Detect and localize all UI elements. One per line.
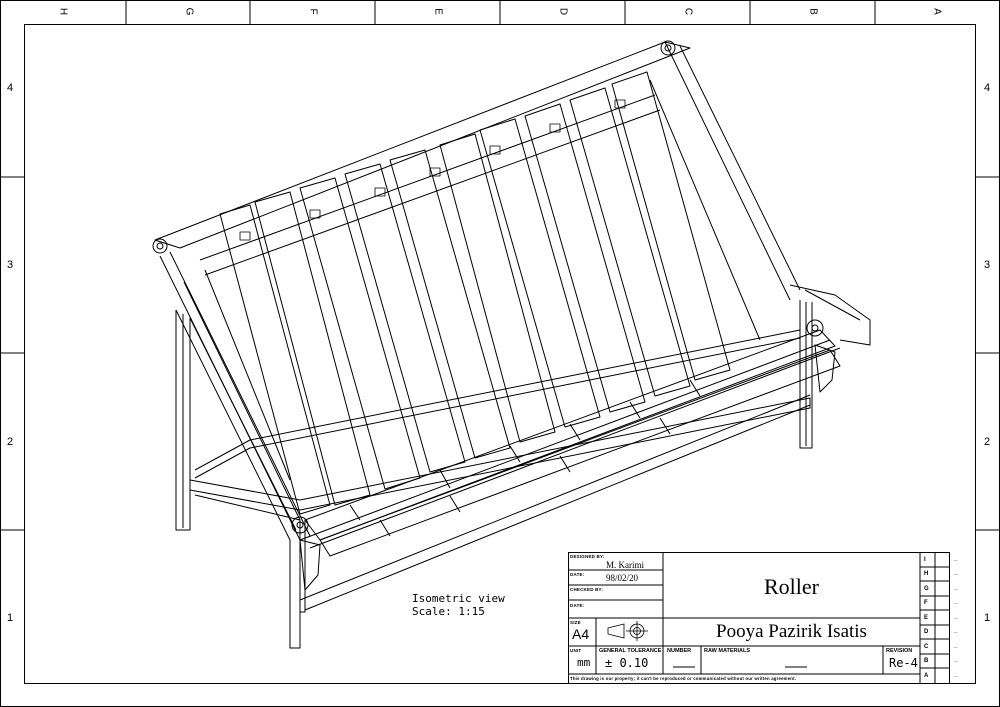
- view-name: Isometric view: [412, 592, 505, 605]
- view-note: Isometric view Scale: 1:15: [412, 592, 505, 618]
- zone-row-2-right: 2: [984, 436, 991, 448]
- revision-letter-f: F: [924, 600, 928, 606]
- zone-col-c: C: [682, 7, 694, 16]
- raw-materials-label: RAW MATERIALS: [704, 648, 751, 654]
- slat-lugs: [239, 99, 626, 241]
- side-rails: [154, 41, 841, 549]
- revision-value-a: _: [954, 672, 958, 678]
- zone-col-e: E: [432, 8, 444, 15]
- unit-value: mm: [577, 656, 591, 669]
- zone-col-b: B: [807, 8, 819, 15]
- revision-value-b: _: [954, 657, 958, 663]
- drawing-date: 98/02/20: [606, 573, 639, 583]
- zone-row-3-left: 3: [7, 259, 14, 271]
- zone-row-1-right: 1: [984, 612, 991, 624]
- unit-label: UNIT: [570, 648, 582, 653]
- revision-value-g: _: [954, 585, 958, 591]
- checked-by-label: CHECKED BY:: [570, 587, 604, 592]
- revision-value-f: _: [954, 599, 958, 605]
- zone-col-a: A: [931, 8, 943, 15]
- zone-col-h: H: [57, 7, 69, 16]
- number-label: NUMBER: [667, 648, 692, 654]
- end-brackets: [152, 40, 871, 591]
- checked-date-label: DATE:: [570, 603, 585, 608]
- bottom-rollers: [304, 329, 841, 557]
- zone-col-d: D: [557, 7, 569, 16]
- designed-by-label: DESIGNED BY:: [570, 554, 605, 559]
- conveyor-slats: [199, 71, 761, 515]
- projection-symbol-icon: [607, 621, 648, 641]
- zone-ticks: [0, 0, 1000, 531]
- zone-col-f: F: [307, 8, 319, 15]
- revision-letter-e: E: [924, 615, 929, 621]
- zone-row-4-left: 4: [7, 82, 14, 94]
- date-label: DATE:: [570, 572, 585, 577]
- revision-letter-i: I: [924, 557, 926, 563]
- revision-label: REVISION: [886, 648, 913, 654]
- ownership-note: This drawing is our property; it can't b…: [570, 676, 797, 681]
- zone-col-g: G: [183, 7, 195, 16]
- isometric-roller-view: [152, 40, 871, 649]
- revision-letter-h: H: [924, 571, 929, 577]
- zone-row-2-left: 2: [7, 436, 14, 448]
- zone-row-1-left: 1: [7, 612, 14, 624]
- sheet-size: A4: [572, 626, 590, 642]
- tolerance-label: GENERAL TOLERANCE: [599, 648, 662, 654]
- revision-letter-d: D: [924, 629, 929, 635]
- revision-value: Re-4: [889, 656, 918, 670]
- zone-row-3-right: 3: [984, 259, 991, 271]
- revision-value-i: _: [954, 556, 958, 562]
- revision-letter-b: B: [924, 658, 929, 664]
- title-block-lines: [568, 552, 950, 684]
- revision-value-e: _: [954, 614, 958, 620]
- drawing-title: Roller: [764, 574, 819, 599]
- revision-value-d: _: [954, 628, 958, 634]
- zone-row-4-right: 4: [984, 82, 991, 94]
- revision-letter-g: G: [924, 586, 929, 592]
- company-name: Pooya Pazirik Isatis: [716, 621, 867, 642]
- revision-letter-c: C: [924, 644, 929, 650]
- view-scale: Scale: 1:15: [412, 605, 485, 618]
- revision-value-c: _: [954, 643, 958, 649]
- revision-letter-a: A: [924, 673, 929, 679]
- revision-value-h: _: [954, 570, 958, 576]
- designer-name: M. Karimi: [606, 560, 644, 570]
- tolerance-value: ± 0.10: [605, 656, 649, 670]
- size-label: SIZE: [570, 620, 581, 625]
